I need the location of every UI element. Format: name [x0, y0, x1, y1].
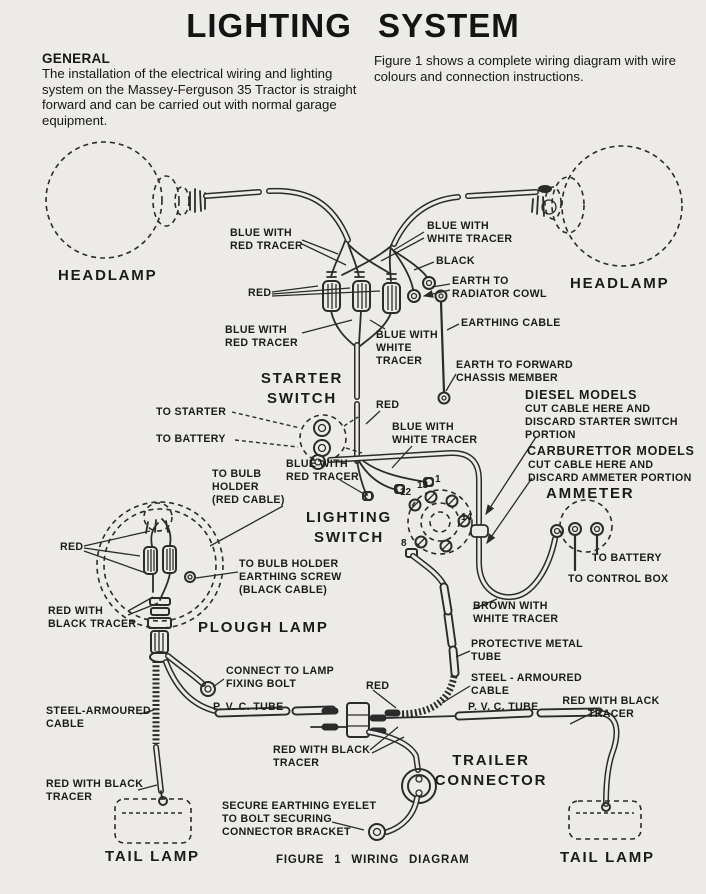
label-blue-white-low: BLUE WITH WHITE TRACER — [392, 421, 478, 446]
plough-lamp-drawing — [96, 501, 224, 791]
label-earth-radiator: EARTH TO RADIATOR COWL — [452, 275, 547, 300]
label-red-black-plough: RED WITH BLACK TRACER — [48, 605, 137, 630]
starter-switch-drawing — [231, 411, 363, 470]
label-diesel-body: CUT CABLE HERE AND DISCARD STARTER SWITC… — [525, 403, 678, 441]
label-blue-red-low: BLUE WITH RED TRACER — [286, 458, 359, 483]
label-red-mid: RED — [376, 399, 400, 411]
ammeter-drawing — [550, 499, 613, 572]
label-leader-lines — [83, 231, 599, 831]
label-plough-lamp: PLOUGH LAMP — [198, 619, 329, 636]
terminal-number-13: 13 — [417, 480, 429, 491]
label-black: BLACK — [436, 255, 475, 267]
label-bulb-earthing: TO BULB HOLDER EARTHING SCREW (BLACK CAB… — [239, 558, 342, 596]
label-pvc-right: P. V. C. TUBE — [468, 701, 539, 713]
label-tail-lamp-left: TAIL LAMP — [105, 848, 200, 865]
bottom-cabling-drawing — [114, 587, 642, 844]
label-diesel-title: DIESEL MODELS — [525, 388, 638, 402]
label-brown-white: BROWN WITH WHITE TRACER — [473, 600, 559, 625]
label-trailer-connector: TRAILER CONNECTOR — [434, 752, 548, 789]
label-pvc-left: P. V. C. TUBE — [213, 701, 284, 713]
label-blue-red-top: BLUE WITH RED TRACER — [230, 227, 303, 252]
terminal-number-1: 1 — [435, 474, 441, 485]
general-body-text: The installation of the electrical wirin… — [42, 66, 357, 128]
label-steel-armoured-left: STEEL-ARMOURED CABLE — [46, 705, 151, 730]
label-to-starter: TO STARTER — [156, 406, 227, 418]
label-secure-eyelet: SECURE EARTHING EYELET TO BOLT SECURING … — [222, 800, 377, 838]
label-starter-switch: STARTER SWITCH — [260, 370, 344, 407]
terminal-number-12: 12 — [400, 487, 412, 498]
label-red-bottom: RED — [366, 680, 390, 692]
label-to-bulb-holder: TO BULB HOLDER (RED CABLE) — [212, 468, 285, 506]
figure-note-text: Figure 1 shows a complete wiring diagram… — [374, 53, 676, 84]
label-to-battery: TO BATTERY — [156, 433, 226, 445]
label-ammeter: AMMETER — [546, 485, 635, 502]
label-red-black-right: RED WITH BLACK TRACER — [562, 695, 660, 720]
label-blue-white-top: BLUE WITH WHITE TRACER — [427, 220, 513, 245]
label-carburettor-title: CARBURETTOR MODELS — [527, 444, 695, 458]
page-title: LIGHTING SYSTEM — [186, 7, 520, 44]
label-red-black-bottom-left: RED WITH BLACK TRACER — [46, 778, 144, 803]
label-earthing-cable: EARTHING CABLE — [461, 317, 561, 329]
label-carburettor-body: CUT CABLE HERE AND DISCARD AMMETER PORTI… — [528, 459, 692, 484]
terminal-number-14: 14 — [461, 512, 473, 523]
label-blue-white-mid: BLUE WITH WHITE TRACER — [376, 329, 438, 367]
label-blue-red-mid: BLUE WITH RED TRACER — [225, 324, 298, 349]
label-to-control-box: TO CONTROL BOX — [568, 573, 669, 585]
label-earth-forward: EARTH TO FORWARD CHASSIS MEMBER — [456, 359, 574, 384]
label-ammeter-to-battery: TO BATTERY — [592, 552, 662, 564]
label-protective-tube: PROTECTIVE METAL TUBE — [471, 638, 583, 663]
label-headlamp-left: HEADLAMP — [58, 267, 158, 284]
label-red-black-center: RED WITH BLACK TRACER — [273, 744, 371, 769]
lighting-switch-drawing — [362, 477, 473, 585]
label-lighting-switch: LIGHTING SWITCH — [305, 509, 393, 546]
general-heading: GENERAL — [42, 51, 111, 66]
label-red-top: RED — [248, 287, 272, 299]
headlamp-left-drawing — [45, 141, 348, 259]
terminal-number-8: 8 — [401, 538, 407, 549]
label-steel-armoured-right: STEEL - ARMOURED CABLE — [471, 672, 582, 697]
harness-bundle-drawing — [322, 240, 451, 496]
figure-caption: FIGURE 1 WIRING DIAGRAM — [276, 854, 470, 866]
headlamp-right-drawing — [394, 145, 683, 267]
label-headlamp-right: HEADLAMP — [570, 275, 670, 292]
label-tail-lamp-right: TAIL LAMP — [560, 849, 655, 866]
label-connect-lamp: CONNECT TO LAMP FIXING BOLT — [226, 665, 335, 690]
label-red-plough: RED — [60, 541, 84, 553]
